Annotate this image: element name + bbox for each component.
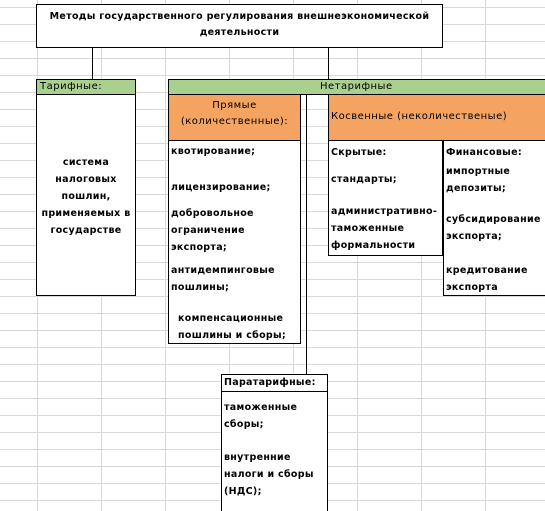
financial-header: Финансовые: — [446, 147, 522, 158]
direct-item-5-line-2: пошлины и сборы; — [178, 330, 287, 341]
direct-item-3-line-3: экспорта; — [171, 242, 228, 253]
direct-item-3-line-1: добровольное — [171, 208, 254, 219]
connector-title-tariff — [92, 47, 93, 79]
tariff-line-5: государстве — [50, 225, 122, 236]
hidden-item-2: административно- таможенные формальности — [331, 203, 437, 254]
tariff-line-3: пошлин, — [61, 191, 111, 202]
financial-item-2: субсидирование экспорта; — [446, 211, 541, 245]
tariff-text: система налоговых пошлин, применяемых в … — [37, 154, 135, 239]
paratariff-item-2: внутренние налоги и сборы (НДС); — [224, 449, 314, 500]
financial-item-2-line-1: субсидирование — [446, 214, 541, 225]
paratariff-item-1-line-2: сборы; — [224, 419, 264, 430]
tariff-line-2: налоговых — [55, 174, 117, 185]
hidden-item-1-line-1: стандарты; — [331, 174, 397, 185]
direct-item-2: лицензирование; — [171, 179, 271, 196]
hidden-item-1: стандарты; — [331, 171, 397, 188]
indirect-header-label: Косвенные (неколичественые) — [331, 111, 508, 122]
direct-item-4: антидемпинговые пошлины; — [171, 262, 275, 296]
financial-item-1-line-2: депозиты; — [446, 183, 506, 194]
paratariff-item-2-line-2: налоги и сборы — [224, 469, 314, 480]
direct-item-5-line-1: компенсационные — [178, 313, 284, 324]
direct-item-4-line-1: антидемпинговые — [171, 265, 275, 276]
paratariff-header-row: Паратарифные: — [222, 375, 327, 392]
financial-box: Финансовые: импортные депозиты; субсидир… — [443, 140, 545, 296]
direct-item-4-line-2: пошлины; — [171, 282, 230, 293]
tariff-box: система налоговых пошлин, применяемых в … — [36, 94, 136, 296]
hidden-item-2-line-2: таможенные — [331, 223, 405, 234]
direct-header-line-1: Прямые — [212, 100, 257, 111]
direct-item-1-line-1: квотирование; — [171, 146, 256, 157]
title-box: Методы государственного регулирования вн… — [36, 4, 443, 48]
financial-item-1: импортные депозиты; — [446, 163, 510, 197]
financial-item-1-line-1: импортные — [446, 166, 511, 177]
direct-item-2-line-1: лицензирование; — [171, 182, 271, 193]
hidden-box: Скрытые: стандарты; административно- там… — [328, 140, 443, 256]
direct-box: квотирование; лицензирование; добровольн… — [168, 140, 301, 344]
paratariff-item-2-line-1: внутренние — [224, 452, 291, 463]
tariff-line-1: система — [62, 157, 110, 168]
page-title: Методы государственного регулирования вн… — [49, 11, 430, 38]
paratariff-item-1: таможенные сборы; — [224, 399, 297, 433]
financial-item-2-line-2: экспорта; — [446, 231, 503, 242]
nontariff-header: Нетарифные — [168, 79, 545, 95]
connector-direct-paratariff — [306, 94, 307, 374]
direct-header: Прямые (количественные): — [168, 94, 301, 141]
financial-item-3: кредитование экспорта — [446, 262, 528, 296]
direct-item-3-line-2: ограничение — [171, 225, 245, 236]
tariff-header-label: Тарифные: — [40, 81, 103, 92]
hidden-item-2-line-3: формальности — [331, 240, 416, 251]
paratariff-item-1-line-1: таможенные — [224, 402, 298, 413]
tariff-line-4: применяемых в — [41, 208, 131, 219]
direct-item-3: добровольное ограничение экспорта; — [171, 205, 254, 256]
direct-header-line-2: (количественные): — [180, 116, 289, 127]
connector-title-nontariff — [328, 47, 329, 79]
direct-item-1: квотирование; — [171, 143, 255, 160]
paratariff-box: Паратарифные: таможенные сборы; внутренн… — [221, 374, 328, 511]
financial-item-3-line-1: кредитование — [446, 265, 528, 276]
indirect-header: Косвенные (неколичественые) — [328, 94, 545, 141]
financial-item-3-line-2: экспорта — [446, 282, 498, 293]
paratariff-item-2-line-3: (НДС); — [224, 486, 262, 497]
direct-item-5: компенсационные пошлины и сборы; — [178, 310, 286, 344]
nontariff-header-label: Нетарифные — [320, 81, 393, 92]
tariff-header: Тарифные: — [36, 79, 136, 95]
hidden-item-2-line-1: административно- — [331, 206, 438, 217]
hidden-header: Скрытые: — [331, 147, 387, 158]
paratariff-header: Паратарифные: — [224, 377, 316, 388]
